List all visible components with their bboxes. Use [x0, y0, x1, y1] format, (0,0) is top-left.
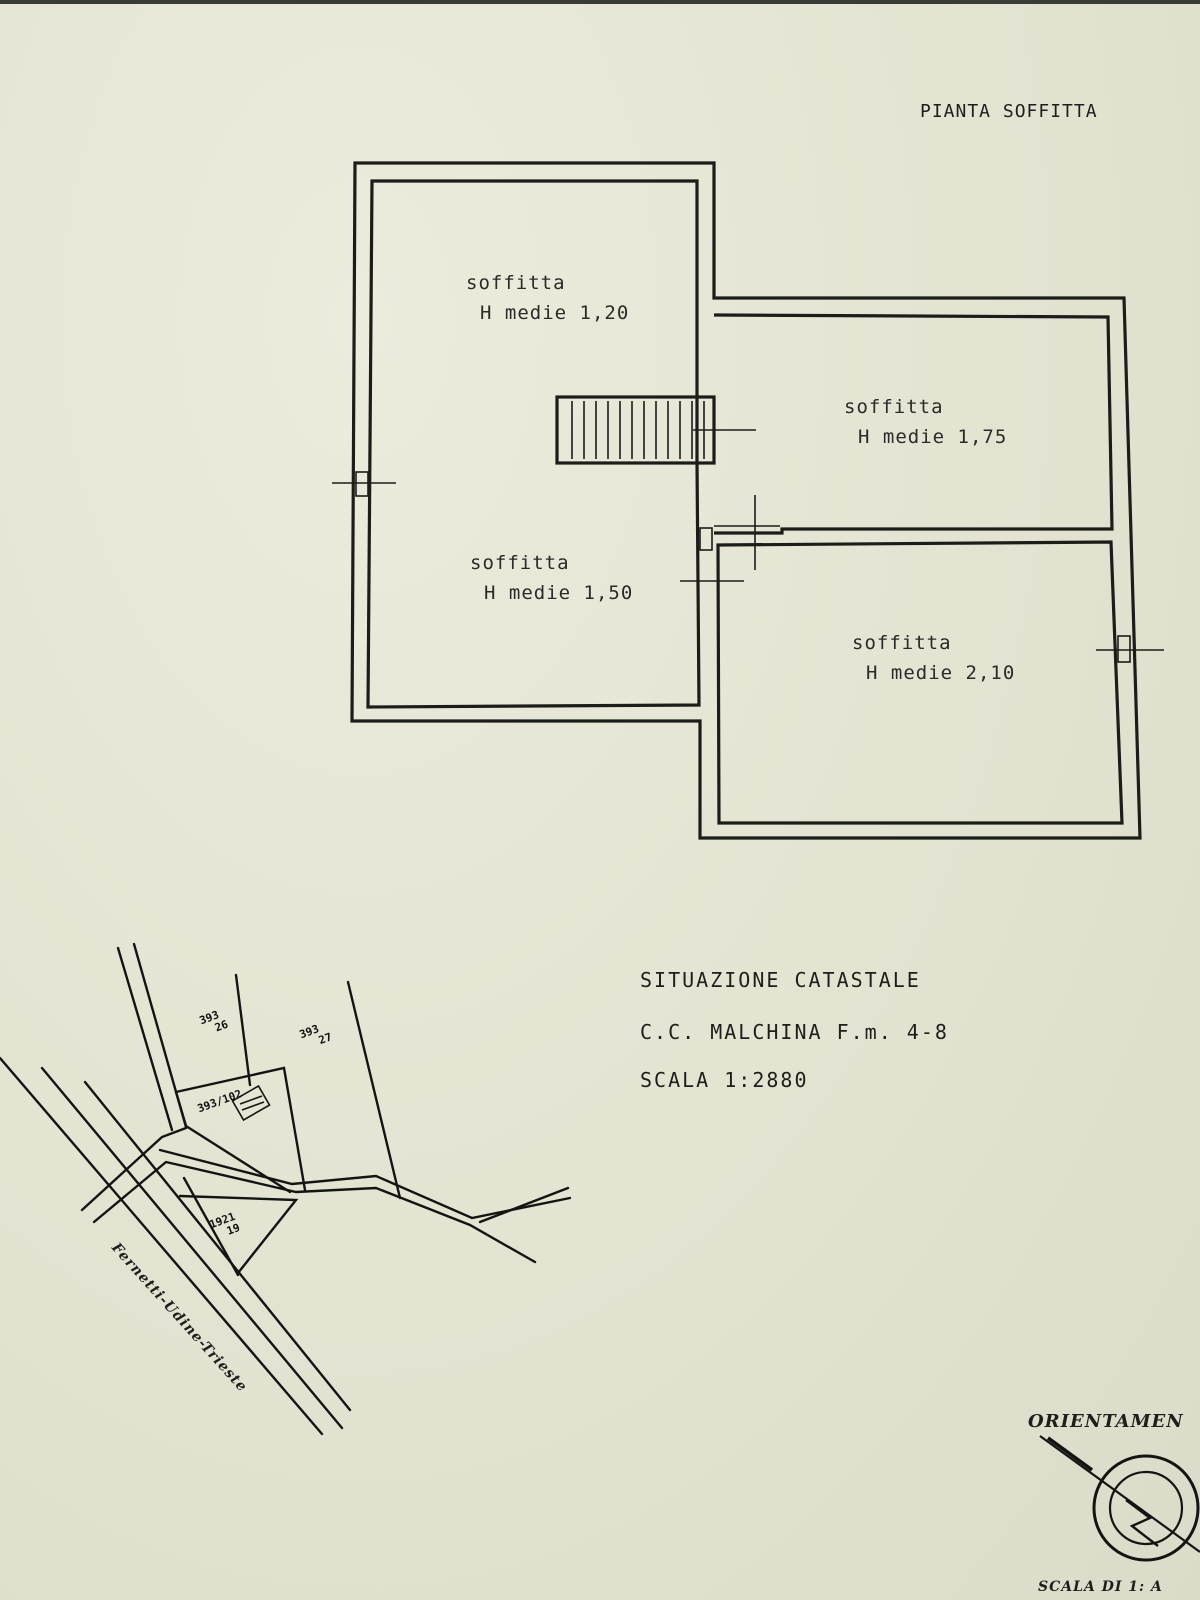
room-label-right-upper: soffitta H medie 1,75 — [844, 392, 1007, 452]
cadastral-scale: SCALA 1:2880 — [640, 1068, 809, 1092]
orientation-label: ORIENTAMEN — [1028, 1411, 1184, 1432]
sheet-top-edge — [0, 0, 1200, 4]
orientation-scale-label: SCALA DI 1: A — [1038, 1579, 1163, 1595]
road-edge-1 — [0, 1056, 324, 1436]
parcel-line-4 — [174, 1066, 307, 1192]
cadastral-reference: C.C. MALCHINA F.m. 4-8 — [640, 1020, 949, 1044]
north-arrow-line — [1039, 1435, 1200, 1553]
branch-road-1 — [80, 1126, 188, 1212]
room-name: soffitta — [470, 552, 570, 574]
north-letter — [1125, 1499, 1159, 1547]
compass-outer-ring — [1092, 1454, 1200, 1562]
parcel-line-1 — [116, 946, 174, 1132]
room-name: soffitta — [466, 272, 566, 294]
building-hatch — [231, 1084, 271, 1122]
room-label-right-lower: soffitta H medie 2,10 — [852, 628, 1015, 688]
section-markers — [332, 429, 1164, 663]
parcel-line-8 — [182, 1176, 240, 1277]
road-edge-2 — [40, 1066, 344, 1430]
road-edge-3 — [83, 1080, 352, 1412]
branch-road-4 — [478, 1186, 570, 1224]
branch-road-2 — [92, 1160, 537, 1264]
compass-inner-ring — [1108, 1470, 1184, 1546]
room-name: soffitta — [844, 396, 944, 418]
room-height: H medie 1,50 — [484, 582, 634, 604]
right-lower-inner-wall — [716, 540, 1124, 825]
parcel-line-5 — [174, 1090, 292, 1194]
plan-outer-wall — [350, 161, 1142, 840]
room-label-bottom-left: soffitta H medie 1,50 — [470, 548, 633, 608]
parcel-line-3 — [234, 973, 252, 1087]
left-room-inner-wall — [366, 179, 701, 709]
room-height: H medie 1,75 — [858, 426, 1008, 448]
right-upper-inner-wall — [713, 313, 1114, 535]
plan-title: PIANTA SOFFITTA — [920, 101, 1098, 122]
cadastral-title: SITUAZIONE CATASTALE — [640, 968, 921, 992]
stair-treads — [571, 401, 705, 459]
room-height: H medie 1,20 — [480, 302, 630, 324]
parcel-line-7 — [178, 1194, 299, 1275]
room-height: H medie 2,10 — [866, 662, 1016, 684]
room-name: soffitta — [852, 632, 952, 654]
parcel-line-6 — [346, 980, 402, 1200]
room-label-top-left: soffitta H medie 1,20 — [466, 268, 629, 328]
